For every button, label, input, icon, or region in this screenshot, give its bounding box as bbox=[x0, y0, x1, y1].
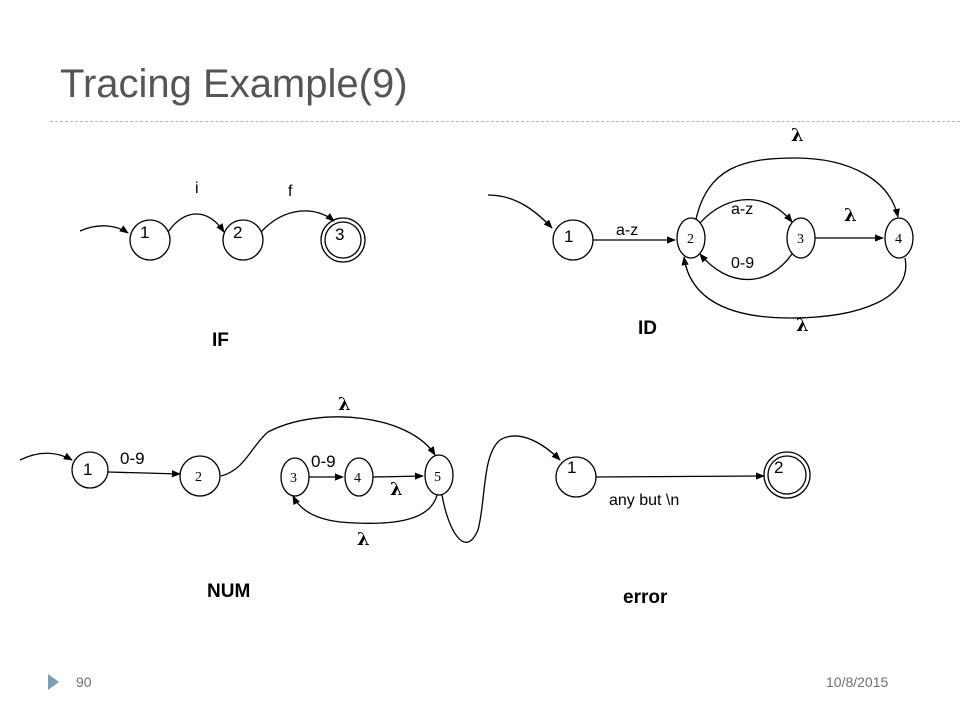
if-state-1 bbox=[129, 219, 171, 261]
if-edge-f-label: f bbox=[288, 183, 293, 200]
id-edge-2-4-lambda bbox=[695, 157, 900, 220]
num-state-1 bbox=[71, 451, 109, 489]
if-state-3-label: 3 bbox=[335, 225, 344, 244]
if-edge-f bbox=[260, 210, 335, 233]
num-lambda-top-label: λ bbox=[338, 394, 351, 415]
error-state-2-inner bbox=[767, 455, 807, 495]
if-state-2-label: 2 bbox=[233, 223, 242, 242]
num-edge-2-5-lambda bbox=[220, 416, 436, 477]
error-automaton-name: error bbox=[623, 587, 668, 608]
id-lambda-bottom-label: λ bbox=[796, 315, 809, 336]
id-start-arrow bbox=[487, 194, 553, 229]
slide-date: 10/8/2015 bbox=[826, 674, 889, 690]
id-edge-3-2-label: 0-9 bbox=[731, 255, 754, 272]
error-automaton: 1 2 any but \n error bbox=[555, 451, 811, 608]
error-state-2-label: 2 bbox=[774, 458, 783, 477]
error-edge-1-2 bbox=[595, 472, 765, 480]
if-state-2 bbox=[222, 219, 264, 261]
if-automaton-name: IF bbox=[212, 330, 229, 351]
num-state-3-label: 3 bbox=[290, 471, 297, 486]
id-automaton: 1 2 3 4 a-z a-z 0-9 λ λ λ ID bbox=[487, 125, 914, 339]
num-state-2-label: 2 bbox=[195, 470, 202, 485]
id-lambda-top-label: λ bbox=[791, 125, 804, 146]
id-state-4-label: 4 bbox=[895, 232, 902, 247]
num-automaton: 1 2 3 4 5 0-9 0-9 λ λ λ NUM bbox=[19, 394, 561, 602]
if-start-arrow bbox=[79, 225, 129, 234]
id-state-4 bbox=[884, 217, 914, 259]
title-divider bbox=[50, 121, 960, 122]
id-edge-2-3-letter bbox=[699, 199, 793, 224]
id-edge-1-2-label: a-z bbox=[616, 222, 638, 239]
id-state-2-label: 2 bbox=[687, 232, 694, 247]
slide-number: 90 bbox=[76, 674, 92, 690]
if-automaton: 1 2 3 i f IF bbox=[79, 180, 366, 351]
num-state-1-label: 1 bbox=[83, 460, 92, 479]
id-edge-4-2-lambda bbox=[681, 256, 907, 319]
num-edge-1-2-label: 0-9 bbox=[120, 449, 145, 468]
id-state-3-label: 3 bbox=[797, 232, 804, 247]
if-state-1-label: 1 bbox=[140, 223, 149, 242]
num-lambda-right-label: λ bbox=[390, 479, 403, 500]
num-edge-5-3-lambda bbox=[292, 494, 438, 524]
num-state-5 bbox=[424, 454, 454, 496]
num-lambda-bottom-label: λ bbox=[357, 529, 370, 550]
num-state-5-label: 5 bbox=[434, 470, 441, 485]
id-edge-2-3-label: a-z bbox=[731, 201, 753, 218]
id-state-1-label: 1 bbox=[564, 227, 573, 246]
if-edge-i bbox=[167, 213, 225, 233]
id-lambda-right-label: λ bbox=[844, 205, 857, 226]
num-state-4-label: 4 bbox=[354, 471, 361, 486]
id-state-2 bbox=[676, 217, 706, 259]
num-edge-1-2 bbox=[107, 470, 181, 478]
id-edge-3-2-digit bbox=[699, 253, 793, 281]
error-state-1-label: 1 bbox=[567, 458, 576, 477]
num-edge-5-error-link bbox=[441, 435, 561, 543]
footer-bullet-icon bbox=[48, 674, 59, 690]
id-automaton-name: ID bbox=[638, 318, 657, 339]
num-edge-3-4-label: 0-9 bbox=[311, 452, 336, 471]
slide-title: Tracing Example(9) bbox=[60, 62, 408, 106]
if-edge-i-label: i bbox=[195, 180, 199, 197]
num-edge-4-5 bbox=[372, 472, 424, 480]
if-state-3-inner bbox=[324, 221, 362, 259]
num-start-arrow bbox=[19, 452, 73, 461]
num-automaton-name: NUM bbox=[207, 581, 250, 602]
error-edge-label: any but \n bbox=[609, 492, 679, 509]
